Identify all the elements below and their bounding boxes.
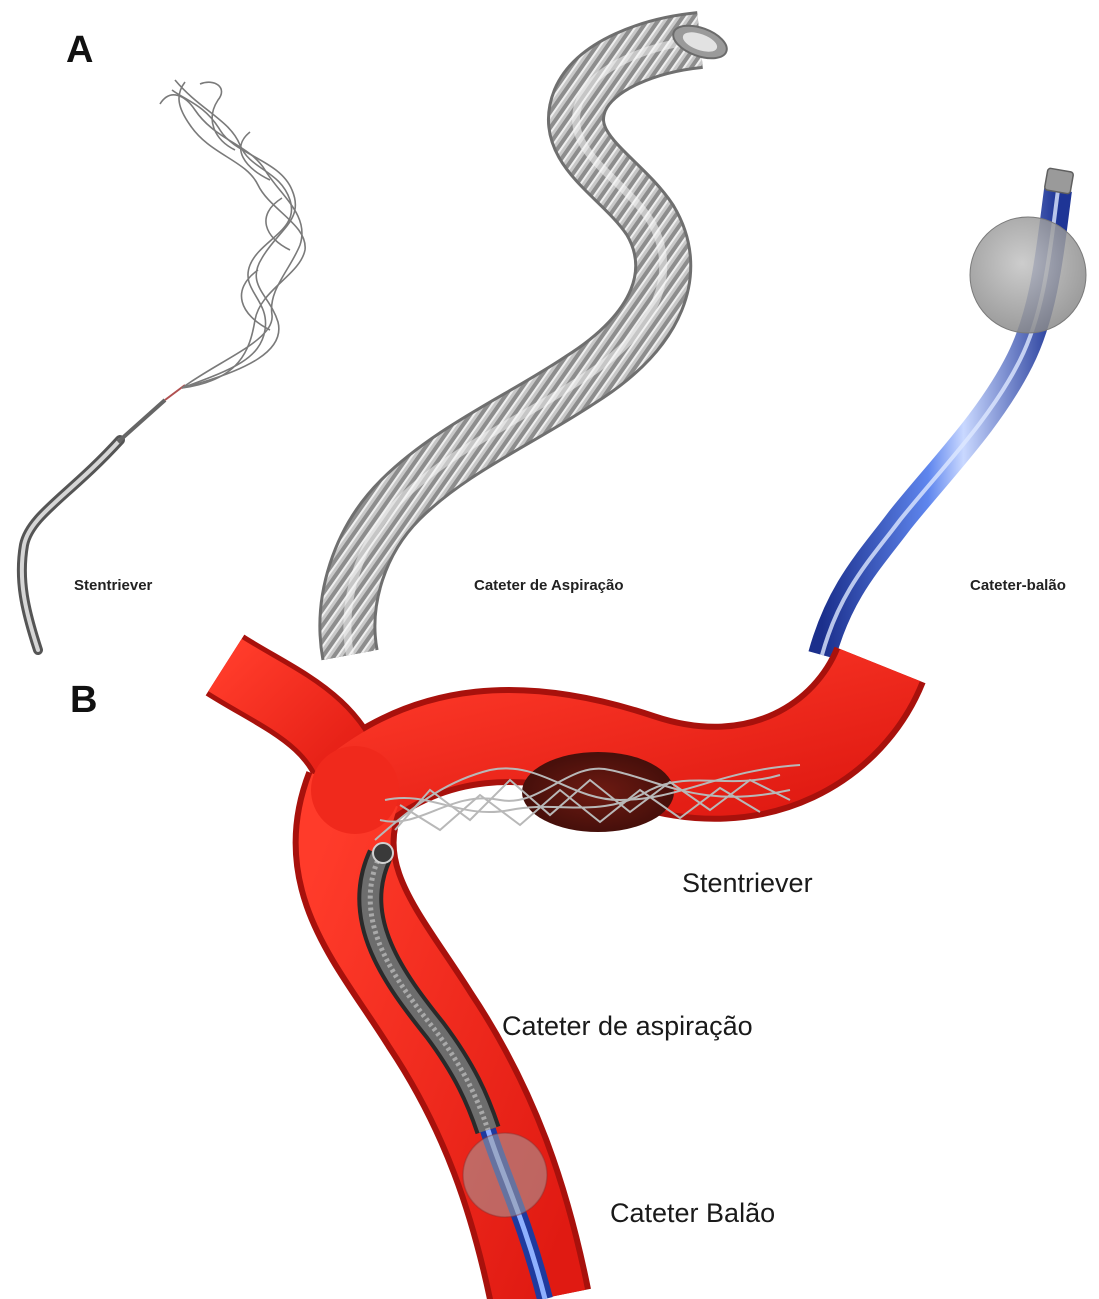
- aspiration-catheter-device-icon: [347, 19, 731, 655]
- label-a-balloon: Cateter-balão: [970, 577, 1066, 594]
- panel-b: B Stentriever Cateter de aspiração Catet…: [70, 665, 880, 1299]
- label-b-balloon: Cateter Balão: [610, 1198, 775, 1228]
- label-a-stentriever: Stentriever: [74, 577, 153, 594]
- panel-b-letter: B: [70, 679, 97, 721]
- label-b-aspiration: Cateter de aspiração: [502, 1011, 753, 1041]
- panel-a: A Stentriever Cateter de Aspiração Catet…: [22, 19, 1086, 655]
- stentriever-device-icon: [22, 80, 305, 650]
- label-a-aspiration: Cateter de Aspiração: [474, 577, 624, 594]
- panel-a-letter: A: [66, 29, 93, 71]
- label-b-stentriever: Stentriever: [682, 868, 813, 898]
